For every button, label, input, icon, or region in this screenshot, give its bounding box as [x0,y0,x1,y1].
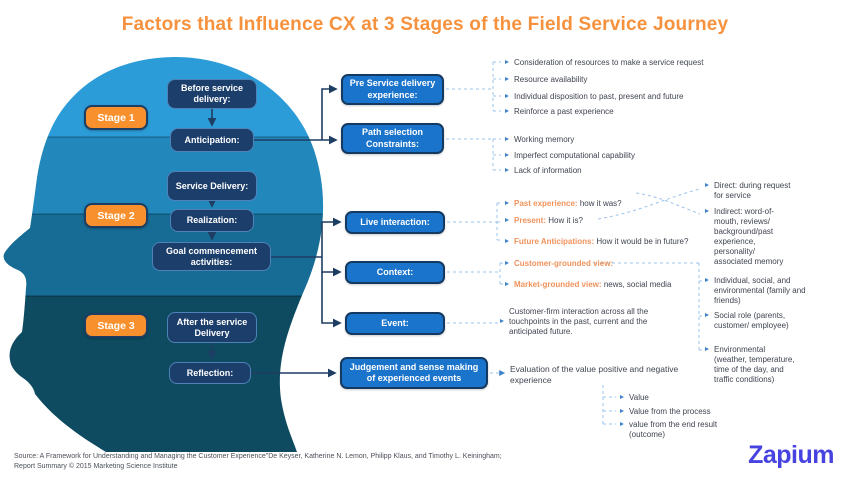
arrow-bullet-icon [620,422,624,426]
list-item: Individual disposition to past, present … [505,92,683,102]
list-item: Market-grounded view: news, social media [505,280,671,290]
source-citation: Source: A Framework for Understanding an… [14,452,502,472]
influence-individual-social: Individual, social, and environmental (f… [705,276,809,306]
solid-connectors [207,84,342,378]
arrow-bullet-icon [505,261,509,265]
arrow-bullet-icon [705,183,709,187]
arrow-bullet-icon [505,201,509,205]
factor-event: Event: [345,312,445,335]
arrow-bullet-icon [505,218,509,222]
step-realization: Realization: [170,209,254,232]
event-description: Customer-firm interaction across all the… [500,307,678,337]
stage-2-badge: Stage 2 [84,203,148,228]
arrow-bullet-icon [505,137,509,141]
stage-1-badge: Stage 1 [84,105,148,130]
factor-pre-service-experience: Pre Service delivery experience: [341,74,444,105]
list-item: Past experience: how it was? [505,199,622,209]
factor-live-interaction: Live interaction: [345,211,445,234]
step-reflection: Reflection: [169,362,251,384]
step-anticipation: Anticipation: [170,128,254,152]
factor-context: Context: [345,261,445,284]
influence-environmental: Environmental (weather, temperature, tim… [705,345,797,385]
arrow-bullet-icon [500,319,504,323]
factor-judgement: Judgement and sense making of experience… [340,357,488,389]
list-item: Future Anticipations: How it would be in… [505,237,688,247]
arrow-bullet-icon [620,409,624,413]
source-line-1: Source: A Framework for Understanding an… [14,453,502,460]
step-before-service-delivery: Before service delivery: [167,79,257,109]
arrow-bullet-icon [505,77,509,81]
list-item: Lack of information [505,166,582,176]
source-line-2: Report Summary © 2015 Marketing Science … [14,463,178,471]
influence-direct: Direct: during request for service [705,181,795,201]
influence-indirect: Indirect: word-of-mouth, reviews/ backgr… [705,207,787,267]
arrow-bullet-icon [620,395,624,399]
list-item: Customer-grounded view: [505,259,613,269]
list-item: Consideration of resources to make a ser… [505,58,703,68]
list-item: Imperfect computational capability [505,151,635,161]
step-service-delivery: Service Delivery: [167,171,257,201]
factor-path-selection-constraints: Path selection Constraints: [341,123,444,154]
arrow-bullet-icon [505,168,509,172]
list-item: Value [620,393,649,403]
arrow-bullet-icon [705,347,709,351]
arrow-bullet-icon [505,109,509,113]
arrow-bullet-icon [705,278,709,282]
arrow-bullet-icon [505,60,509,64]
arrow-bullet-icon [505,153,509,157]
dashed-connectors [446,61,704,425]
page-title: Factors that Influence CX at 3 Stages of… [121,14,729,35]
stage-3-badge: Stage 3 [84,313,148,338]
list-item: Value from the process [620,407,711,417]
step-goal-commencement: Goal commencement activities: [152,242,271,271]
arrow-bullet-icon [505,282,509,286]
list-item: Resource availability [505,75,587,85]
evaluation-description: Evaluation of the value positive and neg… [510,364,679,385]
list-item: Present: How it is? [505,216,583,226]
list-item: Reinforce a past experience [505,107,614,117]
arrow-bullet-icon [705,209,709,213]
arrow-bullet-icon [505,94,509,98]
list-item: Working memory [505,135,574,145]
influence-social-role: Social role (parents, customer/ employee… [705,311,797,331]
step-after-service-delivery: After the service Delivery [167,312,257,343]
list-item: value from the end result (outcome) [620,420,725,440]
arrow-bullet-icon [705,313,709,317]
arrow-bullet-icon [505,239,509,243]
zapium-logo: Zapium [748,441,834,469]
